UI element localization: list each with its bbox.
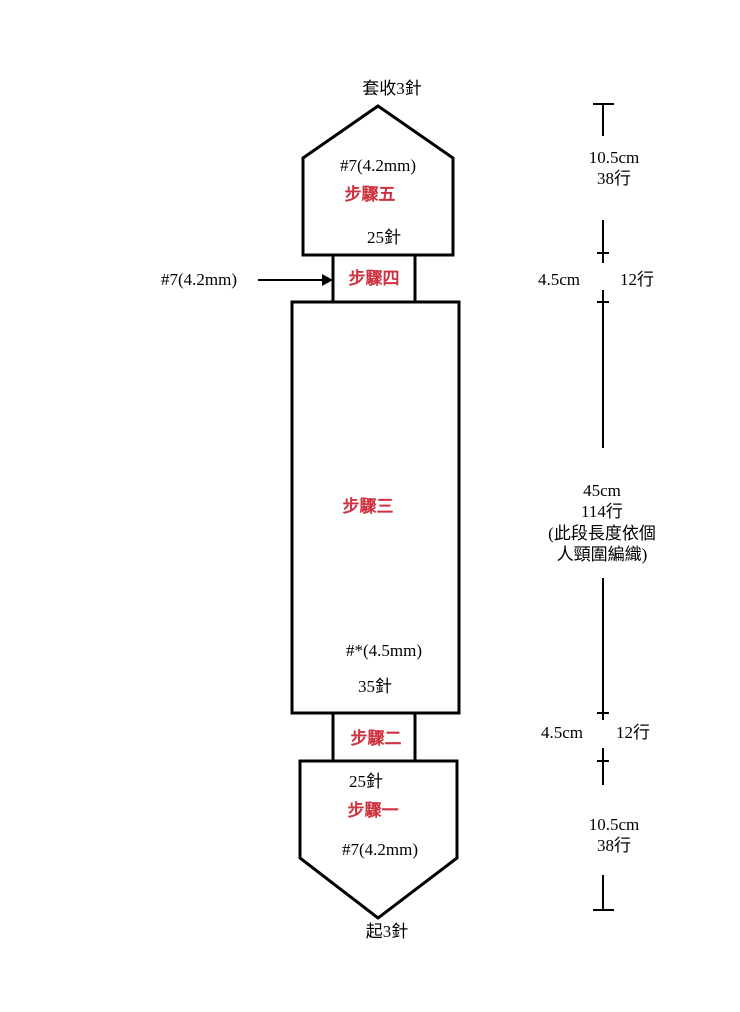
step1-pentagon-shape [298,759,459,920]
step3-needle-size: #*(4.5mm) [345,641,423,660]
measure-top: 10.5cm 38行 [589,147,640,190]
measure-bottom-rows: 38行 [597,836,631,856]
measure-bottom-length: 10.5cm [588,815,640,834]
measure-step3-note-line1: (此段長度依個 [548,523,656,543]
cast-on-label: 起3針 [365,922,409,941]
measure-step4-length: 4.5cm [538,270,581,289]
step2-title: 步驟二 [350,729,402,749]
measure-step3-note-line2: 人頸圍編織) [556,544,648,564]
step3-stitch-count: 35針 [358,677,392,696]
step4-title: 步驟四 [348,269,400,289]
step5-stitch-count: 25針 [367,228,401,247]
measure-step2-rows: 12行 [616,723,650,742]
measure-bottom: 10.5cm 38行 [589,814,640,857]
measure-top-length: 10.5cm [588,148,640,167]
step1-title: 步驟一 [347,801,399,821]
step4-needle-pointer-label: #7(4.2mm) [161,270,238,289]
step5-pentagon-shape [301,104,455,257]
measure-top-rows: 38行 [597,169,631,189]
step1-needle-size: #7(4.2mm) [341,840,419,859]
step1-stitch-count: 25針 [349,772,383,791]
bind-off-label: 套收3針 [362,79,422,98]
step5-title: 步驟五 [344,185,396,205]
pointer-arrow-head [322,274,333,286]
step5-needle-size: #7(4.2mm) [339,156,417,175]
measure-step3-rows: 114行 [581,502,623,522]
step3-title: 步驟三 [342,497,394,517]
measure-step2-length: 4.5cm [541,723,584,742]
measure-step3: 45cm 114行 (此段長度依個 人頸圍編織) [548,480,656,565]
measure-step4-rows: 12行 [620,270,654,289]
measure-step3-length: 45cm [583,481,621,500]
